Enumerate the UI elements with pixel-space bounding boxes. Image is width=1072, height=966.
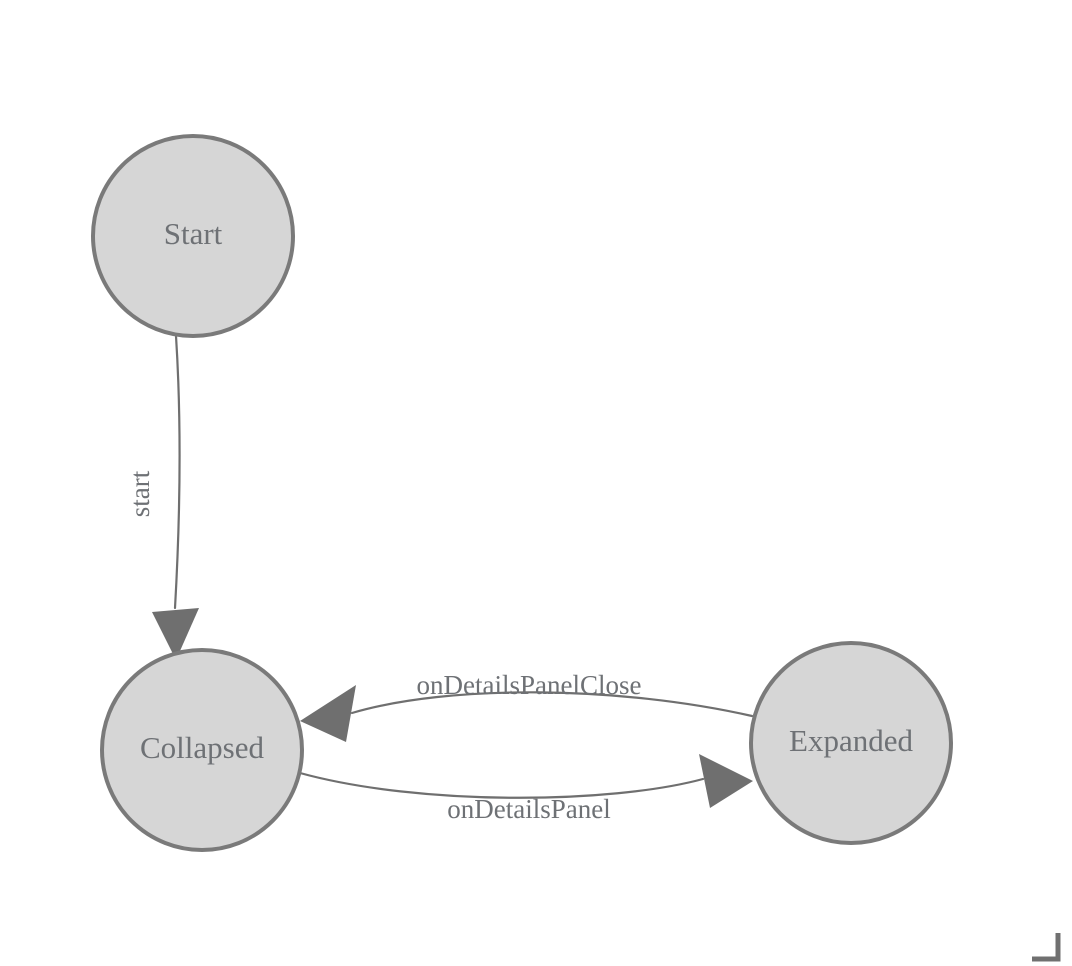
node-shape — [91, 134, 295, 338]
node-label-start: Start — [164, 216, 223, 251]
node-label-collapsed: Collapsed — [140, 730, 264, 765]
edge-label-on-details-panel-close: onDetailsPanelClose — [417, 670, 642, 700]
node-shape — [749, 641, 953, 845]
edge-label-start: start — [125, 470, 155, 517]
node-collapsed[interactable]: Collapsed — [100, 648, 304, 852]
node-shape — [100, 648, 304, 852]
arrowhead-icon — [699, 754, 753, 808]
node-label-expanded: Expanded — [789, 723, 913, 758]
edge-path — [173, 334, 181, 610]
resize-handle-icon[interactable] — [1032, 933, 1061, 962]
edge-path — [350, 691, 754, 718]
edge-layer: start onDetailsPanelClose onDetailsPanel — [125, 334, 754, 824]
edge-start-to-collapsed[interactable]: start — [125, 334, 199, 660]
node-expanded[interactable]: Expanded — [749, 641, 953, 845]
arrowhead-icon — [300, 685, 356, 742]
edge-path — [298, 771, 705, 799]
node-start[interactable]: Start — [91, 134, 295, 338]
arrowhead-icon — [152, 608, 199, 660]
edge-label-on-details-panel: onDetailsPanel — [447, 794, 610, 824]
node-layer: Start Collapsed Expanded — [91, 134, 953, 852]
edge-collapsed-to-expanded[interactable]: onDetailsPanel — [298, 754, 753, 824]
edge-expanded-to-collapsed[interactable]: onDetailsPanelClose — [300, 670, 754, 742]
